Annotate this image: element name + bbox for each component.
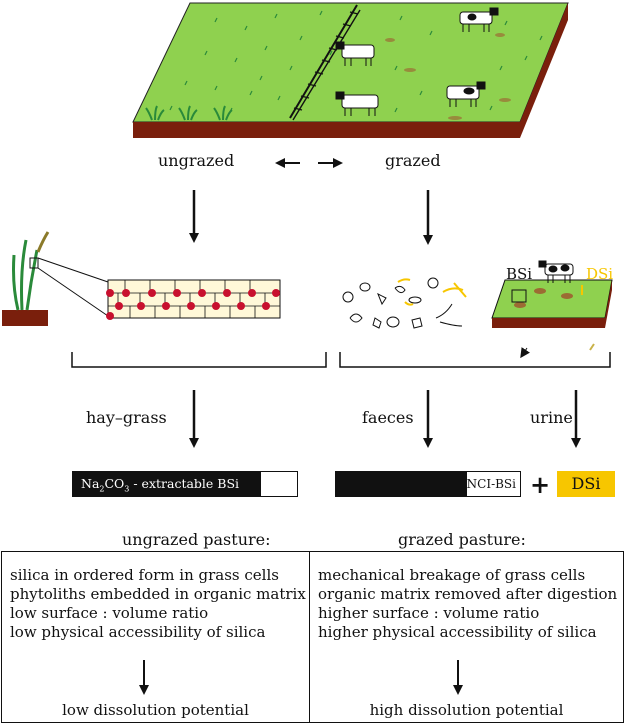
panel-line: higher physical accessibility of silica xyxy=(318,623,597,641)
panel-line: mechanical breakage of grass cells xyxy=(318,566,586,584)
down-arrows-row1 xyxy=(189,190,433,245)
panel-line: higher surface : volume ratio xyxy=(318,604,540,622)
phytolith-dots xyxy=(106,289,280,320)
result-arrows xyxy=(139,660,463,695)
panel-grazed-lines: mechanical breakage of grass cells organ… xyxy=(318,566,623,642)
panel-line: low surface : volume ratio xyxy=(10,604,209,622)
grass-ticks xyxy=(169,10,543,113)
label-faeces: faeces xyxy=(362,408,414,427)
grass-plant xyxy=(2,231,109,326)
na2co3-bsi-bar: Na2CO3 - extractable BSi xyxy=(72,471,298,497)
nci-bar-fill xyxy=(336,472,467,496)
down-arrows-row2 xyxy=(189,390,581,448)
na2co3-bar-fill xyxy=(73,472,262,496)
field-block xyxy=(132,2,569,138)
panel-line: silica in ordered form in grass cells xyxy=(10,566,279,584)
field-plants xyxy=(145,105,233,121)
dsi-box: DSi xyxy=(557,471,615,497)
label-grazed: grazed xyxy=(385,151,441,170)
na2co3-bar-label: Na2CO3 - extractable BSi xyxy=(81,476,240,494)
label-ungrazed: ungrazed xyxy=(158,151,235,170)
brackets xyxy=(71,352,611,368)
panel-line: phytoliths embedded in organic matrix xyxy=(10,585,306,603)
fence xyxy=(289,4,361,121)
dung-patches xyxy=(385,33,511,120)
header-ungrazed-pasture: ungrazed pasture: xyxy=(122,530,271,549)
label-hay-grass: hay–grass xyxy=(86,408,167,427)
panel-grazed: mechanical breakage of grass cells organ… xyxy=(309,551,624,723)
panel-line: organic matrix removed after digestion xyxy=(318,585,618,603)
header-grazed-pasture: grazed pasture: xyxy=(398,530,526,549)
label-bsi: BSi xyxy=(506,265,533,283)
cows xyxy=(335,7,499,116)
panel-line: low physical accessibility of silica xyxy=(10,623,266,641)
panel-ungrazed: silica in ordered form in grass cells ph… xyxy=(1,551,309,723)
yellow-fragments xyxy=(397,278,467,306)
label-dsi-small: DSi xyxy=(586,265,614,283)
label-urine: urine xyxy=(530,408,573,427)
silica-fragments xyxy=(342,277,463,329)
grass-cells xyxy=(106,279,281,320)
result-low-dissolution: low dissolution potential xyxy=(62,701,249,719)
panel-ungrazed-lines: silica in ordered form in grass cells ph… xyxy=(10,566,309,642)
nci-bar-label: NCI-BSi xyxy=(466,477,516,491)
nci-bsi-bar: NCI-BSi xyxy=(335,471,521,497)
dsi-box-label: DSi xyxy=(571,474,601,493)
plus-sign: + xyxy=(530,470,551,499)
result-high-dissolution: high dissolution potential xyxy=(369,701,564,719)
mini-field xyxy=(491,260,613,359)
